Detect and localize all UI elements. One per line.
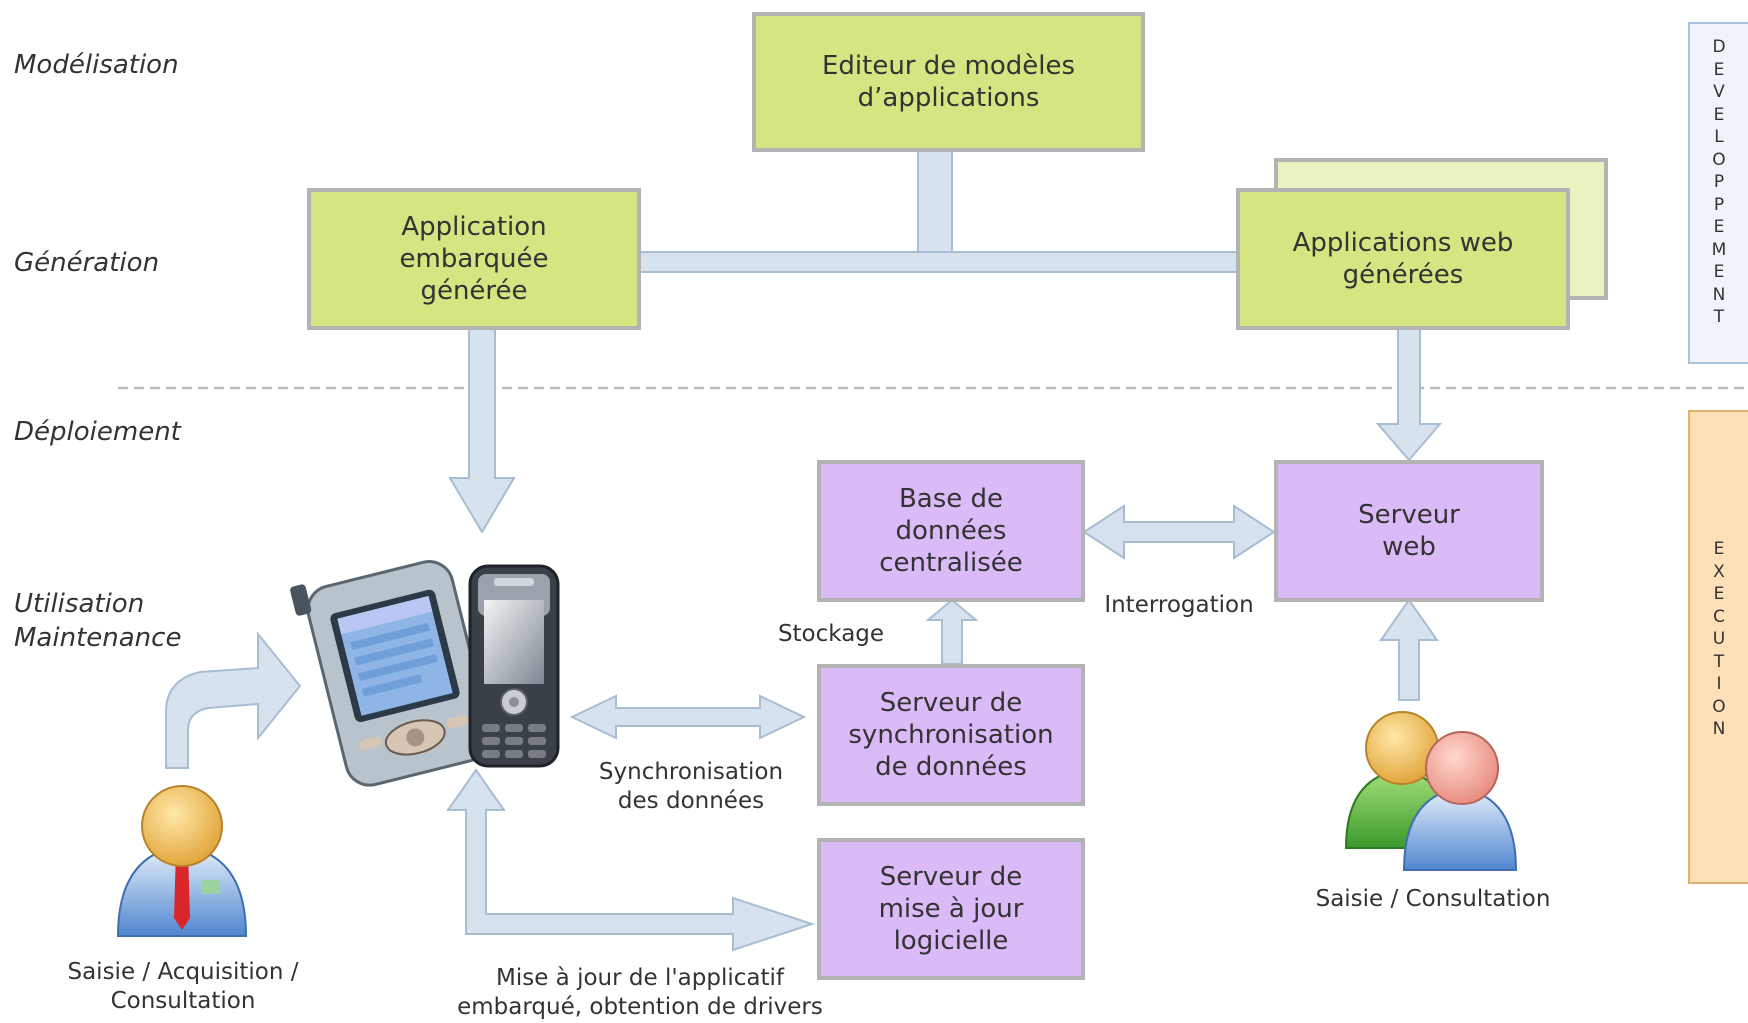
label-saisie-acquisition: Saisie / Acquisition / Consultation [67, 959, 299, 1014]
panel-letter: D [1712, 37, 1726, 57]
serveur-web-box: Serveur web [1274, 460, 1544, 602]
generation-horizontal-connector [639, 251, 1239, 273]
panel-letter: O [1712, 149, 1726, 170]
update-arrow [446, 768, 816, 952]
application-embarquee-box: Application embarquée générée [307, 188, 641, 330]
phase-utilisation-maintenance: Utilisation Maintenance [14, 589, 182, 653]
panel-letter: X [1713, 561, 1725, 582]
base-donnees-box: Base de données centralisée [817, 460, 1085, 602]
label-mise-a-jour-applicatif: Mise à jour de l'applicatif embarqué, ob… [457, 965, 823, 1020]
deploy-web-arrow [1375, 327, 1443, 462]
panel-letter: L [1714, 127, 1724, 147]
user-to-phone-arrow [165, 631, 302, 769]
sync-double-arrow [569, 694, 807, 740]
panel-letter: E [1713, 217, 1725, 237]
serveur-mise-a-jour-box: Serveur de mise à jour logicielle [817, 838, 1085, 980]
mobile-phone-icon [468, 564, 560, 768]
panel-letter: E [1713, 104, 1725, 125]
panel-letter: E [1713, 262, 1725, 282]
pda-icon [290, 560, 493, 787]
web-users-icon [1344, 711, 1518, 871]
applications-web-box: Applications web générées [1236, 188, 1570, 330]
editor-vertical-connector [917, 149, 953, 253]
base-web-double-arrow [1082, 504, 1276, 560]
panel-letter: N [1712, 719, 1726, 739]
phase-modelisation: Modélisation [14, 50, 179, 80]
editeur-modeles-box: Editeur de modèles d’applications [752, 12, 1145, 152]
mobile-user-icon [116, 785, 248, 937]
phase-generation: Génération [14, 248, 160, 278]
panel-letter: T [1713, 651, 1725, 672]
panel-letter: P [1713, 194, 1725, 215]
label-interrogation: Interrogation [1104, 592, 1254, 618]
web-users-arrow [1379, 598, 1439, 701]
label-synchronisation: Synchronisation des données [598, 759, 784, 814]
serveur-synchronisation-box: Serveur de synchronisation de données [817, 664, 1085, 806]
panel-letter: M [1711, 239, 1727, 260]
panel-letter: T [1713, 307, 1725, 327]
panel-letter: E [1713, 59, 1725, 80]
deploy-embedded-arrow [448, 327, 516, 534]
panel-letter: U [1712, 629, 1726, 649]
stockage-arrow [925, 598, 979, 665]
panel-letter: E [1713, 539, 1725, 559]
panel-letter: C [1713, 606, 1725, 627]
label-saisie-consultation: Saisie / Consultation [1315, 886, 1551, 912]
panel-letter: E [1713, 584, 1725, 604]
phase-deploiement: Déploiement [14, 417, 181, 447]
panel-letter: N [1712, 284, 1726, 305]
panel-letter: V [1713, 82, 1725, 102]
panel-letter: P [1713, 172, 1725, 192]
panel-letter: I [1716, 674, 1722, 694]
panel-letter: O [1712, 696, 1726, 717]
label-stockage: Stockage [777, 621, 885, 647]
